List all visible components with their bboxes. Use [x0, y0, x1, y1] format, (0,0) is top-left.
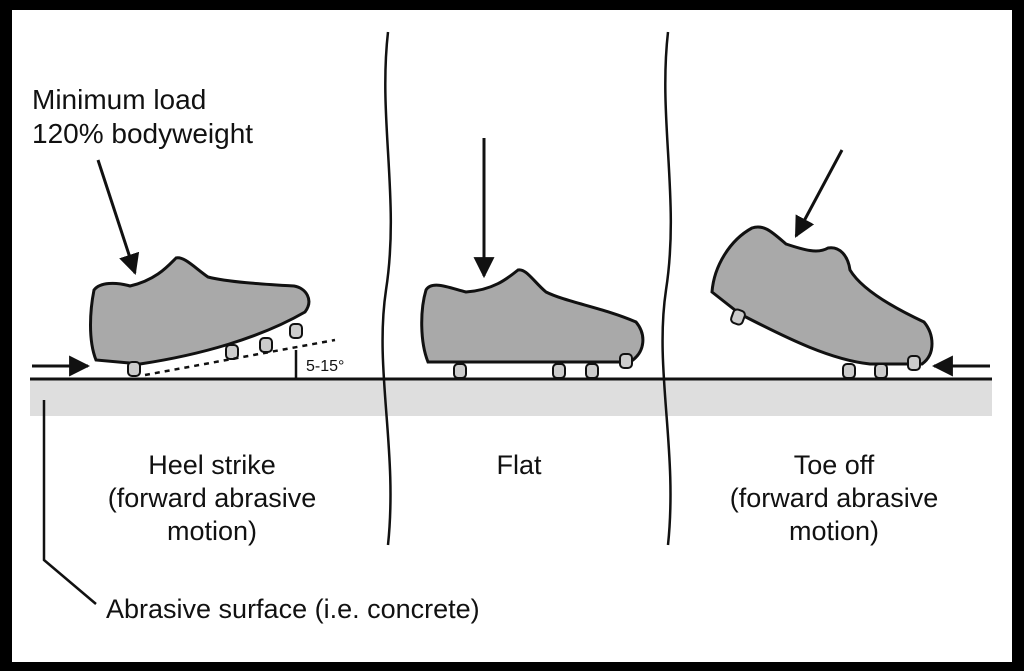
surface-label: Abrasive surface (i.e. concrete) — [106, 594, 480, 624]
load-label-line2: 120% bodyweight — [32, 118, 253, 149]
angle-label: 5-15° — [306, 358, 344, 375]
abrasive-surface-band — [30, 380, 992, 416]
divider-1 — [381, 31, 393, 546]
svg-text:Heel strike: Heel strike — [148, 450, 276, 480]
divider-2 — [661, 31, 673, 546]
load-label-line1: Minimum load — [32, 84, 206, 115]
phase-label-toe-off: Toe off (forward abrasive motion) — [730, 450, 939, 546]
svg-text:motion): motion) — [789, 516, 879, 546]
svg-text:Flat: Flat — [496, 450, 542, 480]
angle-dashed-line — [144, 338, 336, 377]
toe-off-shoe — [710, 225, 934, 379]
svg-text:motion): motion) — [167, 516, 257, 546]
surface-leader-line — [42, 400, 97, 605]
svg-text:(forward abrasive: (forward abrasive — [108, 483, 317, 513]
phase-label-flat: Flat — [496, 450, 542, 480]
phase-label-heel-strike: Heel strike (forward abrasive motion) — [108, 450, 317, 546]
heel-load-arrow — [96, 159, 140, 275]
svg-text:(forward abrasive: (forward abrasive — [730, 483, 939, 513]
toe-load-arrow — [794, 149, 844, 238]
heel-strike-shoe — [89, 256, 311, 377]
svg-text:Toe off: Toe off — [794, 450, 875, 480]
flat-shoe — [420, 268, 645, 379]
